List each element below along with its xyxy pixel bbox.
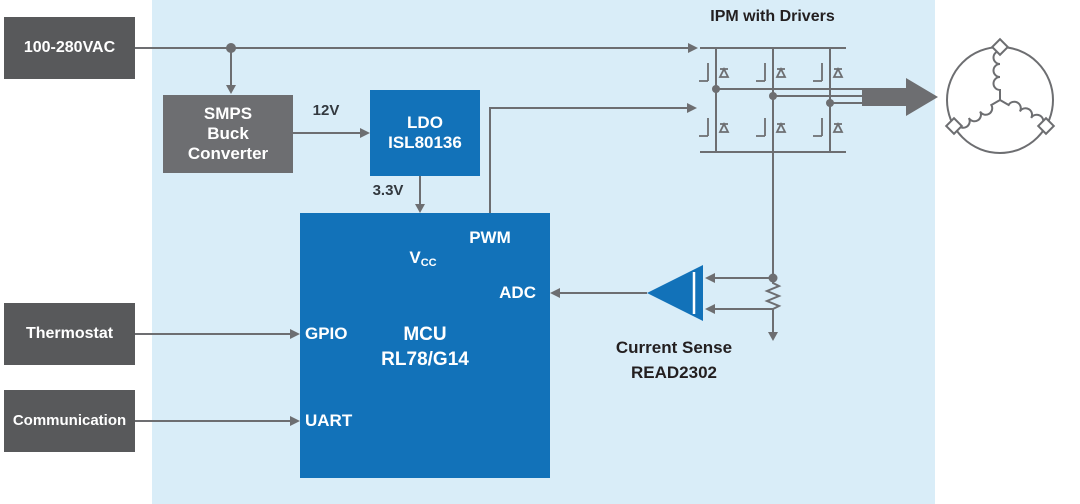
label-12v: 12V bbox=[312, 102, 340, 119]
label-current-sense: Current Sense READ2302 bbox=[615, 338, 733, 382]
mcu-port-adc: ADC bbox=[499, 283, 536, 302]
mcu-port-vcc: VCC bbox=[400, 228, 446, 270]
block-ldo: LDO ISL80136 bbox=[370, 90, 480, 176]
motor-icon bbox=[944, 37, 1056, 154]
block-communication: Communication bbox=[4, 390, 135, 452]
mcu-title: MCU RL78/G14 bbox=[381, 324, 469, 370]
block-mcu: VCC PWM ADC GPIO UART MCU RL78/G14 bbox=[300, 213, 550, 478]
vcc-subscript: CC bbox=[420, 257, 437, 270]
block-thermostat: Thermostat bbox=[4, 303, 135, 365]
mcu-port-pwm: PWM bbox=[469, 228, 511, 247]
vcc-label: V bbox=[409, 248, 421, 268]
mcu-port-gpio: GPIO bbox=[305, 324, 348, 343]
label-ipm-with-drivers: IPM with Drivers bbox=[710, 8, 835, 25]
block-smps-buck-converter: SMPS Buck Converter bbox=[163, 95, 293, 173]
mcu-port-uart: UART bbox=[305, 411, 353, 430]
label-3v3: 3.3V bbox=[372, 182, 404, 199]
block-ac-input: 100-280VAC bbox=[4, 17, 135, 79]
